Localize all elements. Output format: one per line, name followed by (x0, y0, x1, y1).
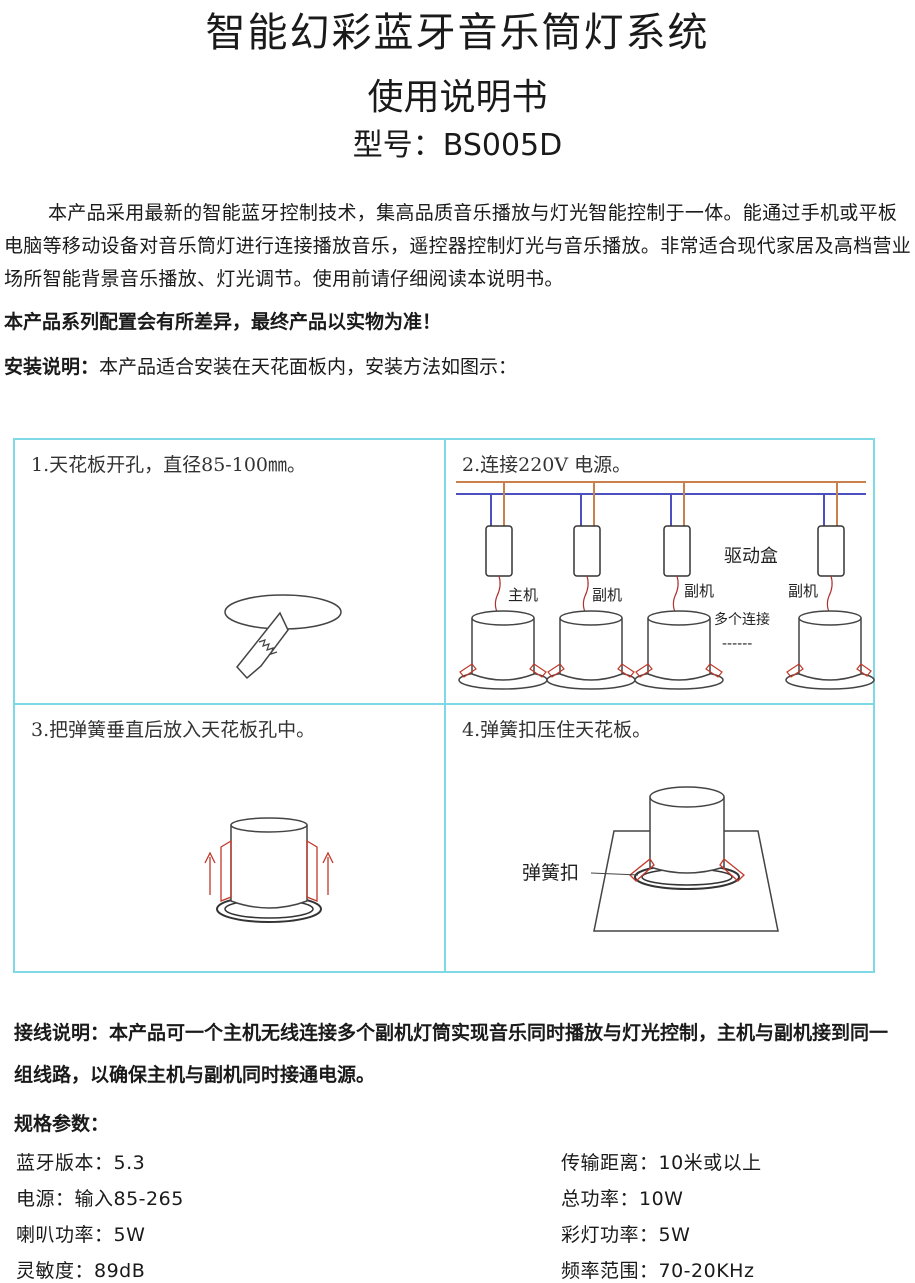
spec-light-power: 彩灯功率：5W (561, 1224, 691, 1246)
multi-connect-label: 多个连接 (714, 611, 770, 628)
step-1-caption: 1.天花板开孔，直径85-100㎜。 (31, 454, 306, 476)
product-title: 智能幻彩蓝牙音乐筒灯系统 (205, 10, 710, 56)
spec-speaker-power: 喇叭功率：5W (16, 1224, 146, 1246)
manual-subtitle: 使用说明书 (367, 77, 548, 118)
spring-clip-illustration: 弹簧扣 (522, 786, 779, 932)
step-1-panel: 1.天花板开孔，直径85-100㎜。 (15, 440, 446, 705)
step-2-caption: 2.连接220V 电源。 (462, 454, 632, 476)
driver-box-label: 驱动盒 (724, 546, 778, 567)
step-4-caption: 4.弹簧扣压住天花板。 (462, 719, 652, 741)
model-number: 型号：BS005D (352, 128, 563, 163)
spec-range: 传输距离：10米或以上 (561, 1152, 762, 1174)
slave-label-2: 副机 (684, 582, 714, 600)
install-text: 本产品适合安装在天花面板内，安装方法如图示： (99, 356, 518, 378)
wiring-illustration: 驱动盒 主机 副机 副机 副机 多个连接 ------ (456, 481, 875, 690)
install-label: 安装说明： (4, 356, 100, 378)
spec-bluetooth-version: 蓝牙版本：5.3 (16, 1152, 146, 1174)
spec-total-power: 总功率：10W (561, 1188, 684, 1210)
disclaimer: 本产品系列配置会有所差异，最终产品以实物为准！ (4, 311, 442, 333)
slave-label-3: 副机 (788, 582, 818, 600)
wiring-text: 本产品可一个主机无线连接多个副机灯筒实现音乐同时播放与灯光控制，主机与副机接到同… (14, 1022, 889, 1086)
master-label: 主机 (508, 586, 538, 604)
step-3-caption: 3.把弹簧垂直后放入天花板孔中。 (31, 719, 316, 741)
spring-insert-illustration (204, 817, 334, 923)
intro-paragraph: 本产品采用最新的智能蓝牙控制技术，集高品质音乐播放与灯光智能控制于一体。能通过手… (4, 202, 912, 290)
downlight-cans (458, 610, 875, 690)
saw-hole-illustration (224, 594, 342, 680)
spec-sensitivity: 灵敏度：89dB (16, 1260, 146, 1282)
spec-power-input: 电源：输入85-265 (16, 1188, 184, 1210)
step-3-panel: 3.把弹簧垂直后放入天花板孔中。 (15, 705, 446, 971)
slave-label-1: 副机 (592, 586, 622, 604)
multi-dashes: ------ (722, 636, 752, 652)
spring-clip-label: 弹簧扣 (522, 862, 579, 884)
wiring-note: 接线说明：本产品可一个主机无线连接多个副机灯筒实现音乐同时播放与灯光控制，主机与… (14, 1012, 904, 1096)
installation-diagram: 1.天花板开孔，直径85-100㎜。 2.连接220V 电源。 (13, 438, 875, 973)
step-2-panel: 2.连接220V 电源。 驱动盒 主机 (446, 440, 875, 705)
wiring-label: 接线说明： (14, 1022, 110, 1044)
specs-title: 规格参数： (14, 1113, 110, 1135)
spec-frequency-range: 频率范围：70-20KHz (561, 1260, 755, 1282)
install-note: 安装说明：本产品适合安装在天花面板内，安装方法如图示： (4, 351, 914, 384)
step-4-panel: 4.弹簧扣压住天花板。 弹簧扣 (446, 705, 875, 971)
